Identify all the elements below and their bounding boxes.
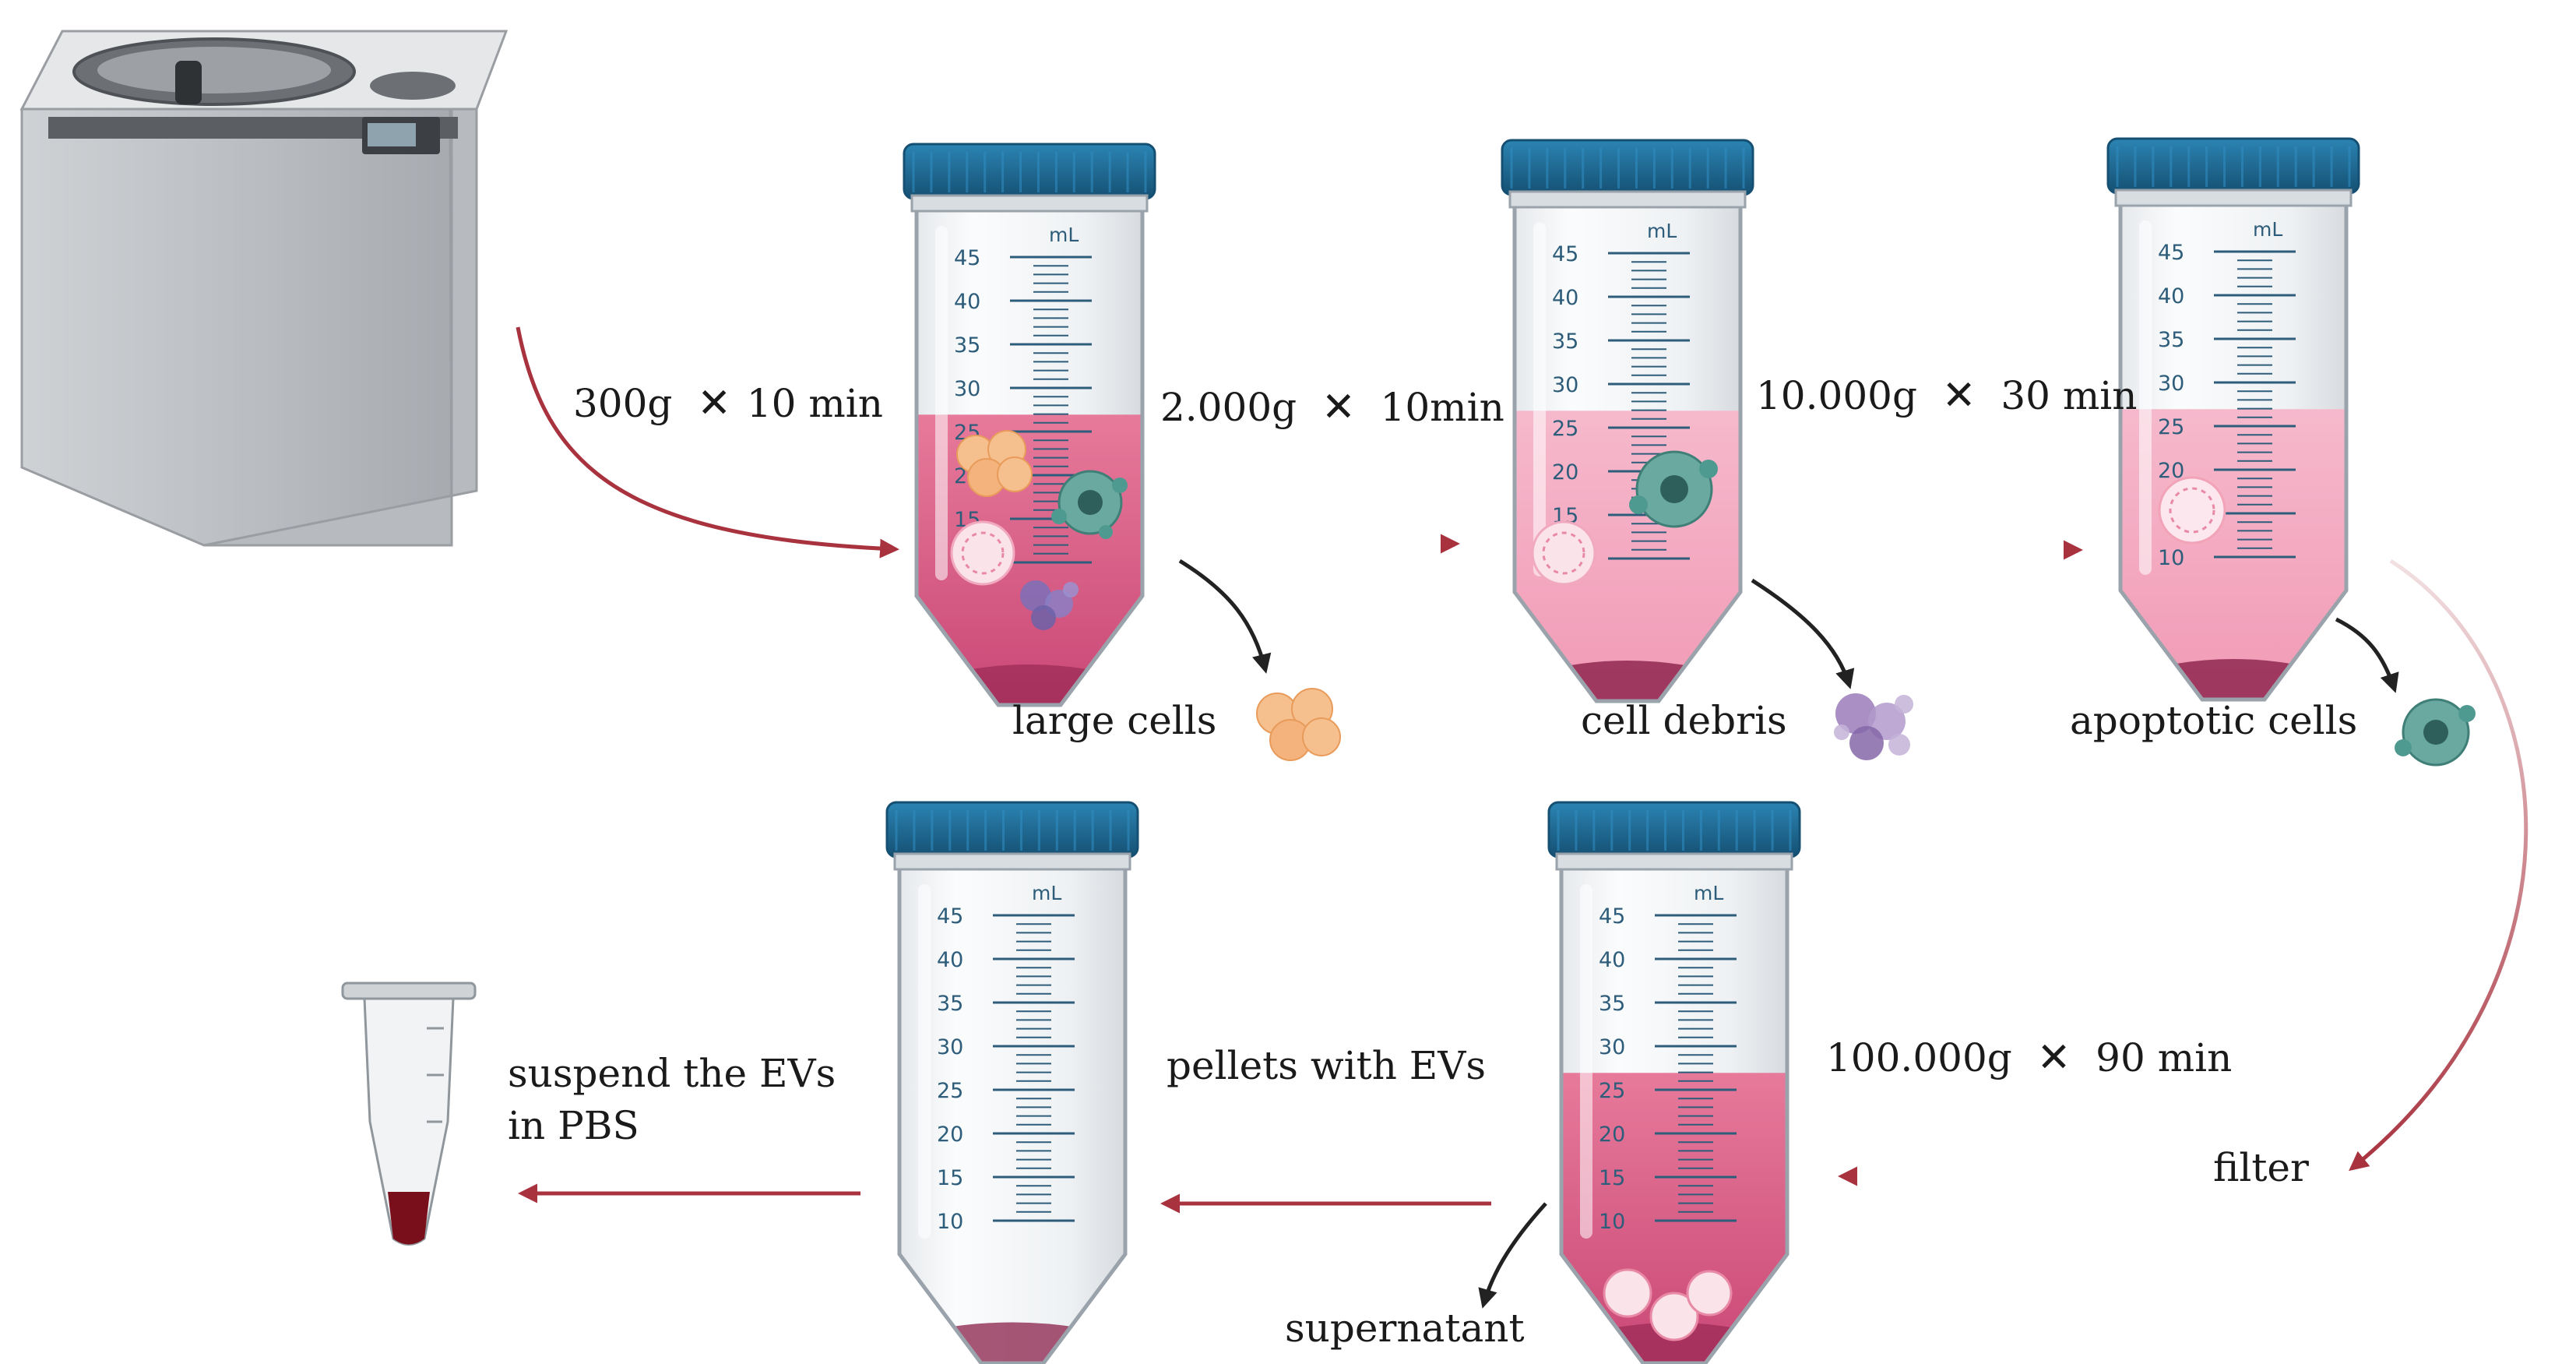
tube-pellet (1554, 661, 1701, 701)
cell-debris-icon (1834, 693, 1913, 760)
step3-label: 10.000g ✕ 30 min (1756, 372, 2137, 419)
tube-scale-label: 20 (937, 1123, 963, 1147)
tube1-contents (950, 430, 1128, 630)
tube-scale-label: 25 (1599, 1079, 1625, 1103)
ev-vesicle-icon (950, 520, 1015, 586)
arrow-debris-out (1751, 578, 1855, 689)
tube-scale-label: 40 (1552, 286, 1578, 310)
large-cells-icon (1256, 688, 1341, 761)
step4-label: 100.000g ✕ 90 min (1826, 1034, 2232, 1081)
arrow-apoptotic-out (2335, 617, 2399, 693)
tube-cap (903, 143, 1156, 200)
tube-scale-label: 40 (937, 948, 963, 972)
tube-scale-label: 30 (1552, 373, 1578, 397)
tube-scale-label: 30 (2158, 372, 2184, 396)
tube-scale-label: 25 (937, 1079, 963, 1103)
tube-scale-label: 45 (937, 904, 963, 929)
tube-scale-label: 15 (1599, 1166, 1625, 1190)
tube-scale-unit: mL (1647, 220, 1677, 242)
tube-scale-label: 25 (1552, 417, 1578, 441)
tube-scale-label: 20 (1599, 1123, 1625, 1147)
supernatant-label: supernatant (1285, 1306, 1525, 1351)
eppendorf-tube-icon (341, 982, 477, 1246)
tube-scale-unit: mL (1049, 224, 1079, 246)
arrow-supernatant-out (1478, 1202, 1547, 1309)
pellets-label: pellets with EVs (1167, 1043, 1486, 1088)
tube-scale-label: 35 (954, 333, 980, 358)
centrifuge-icon (19, 30, 509, 547)
step1-label: 300g ✕ 10 min (573, 380, 883, 427)
conical-tube-icon: mL 45 40 35 30 25 20 15 10 (885, 801, 1139, 1364)
apoptotic-cells-icon (1629, 450, 1718, 528)
tube-cap (885, 801, 1139, 858)
tube-scale-label: 10 (2158, 546, 2184, 570)
tube-scale-label: 30 (937, 1035, 963, 1059)
arrow-large-cells-out (1178, 559, 1272, 674)
step2-label: 2.000g ✕ 10min (1160, 384, 1504, 431)
conical-tube-icon: mL 45 40 35 30 25 20 15 10 (1547, 801, 1801, 1364)
cell-debris-label: cell debris (1581, 698, 1787, 743)
tube-scale-unit: mL (1694, 882, 1723, 904)
large-cells-label: large cells (1012, 698, 1216, 743)
large-cells-icon (956, 430, 1033, 497)
filter-label: filter (2213, 1145, 2309, 1190)
apoptotic-cells-label: apoptotic cells (2070, 698, 2357, 743)
tube-scale-unit: mL (2253, 218, 2282, 241)
ev-pellet-icon (1603, 1268, 1733, 1341)
apoptotic-cells-icon (1051, 470, 1128, 539)
tube3-contents (2158, 476, 2226, 545)
tube-scale-label: 40 (954, 290, 980, 314)
tube-scale-label: 40 (2158, 284, 2184, 308)
tube-scale-label: 35 (1599, 992, 1625, 1016)
tube-scale-label: 35 (937, 992, 963, 1016)
tube-scale-label: 35 (2158, 328, 2184, 352)
tube-scale-label: 45 (1599, 904, 1625, 929)
tube-scale-label: 35 (1552, 330, 1578, 354)
suspend-label-line2: in PBS (508, 1103, 639, 1148)
tube-scale-label: 20 (1552, 460, 1578, 485)
tube-cap (1501, 139, 1754, 196)
tube-scale-label: 45 (2158, 241, 2184, 265)
tube2-contents (1531, 450, 1718, 586)
tube-scale-label: 45 (1552, 242, 1578, 266)
tubes-layer: mL 45 40 35 30 25 20 15 10 mL 45 40 35 30 25 20 15 10 mL 45… (885, 137, 2360, 1364)
tube-scale-label: 40 (1599, 948, 1625, 972)
tube-pellet (2159, 659, 2307, 700)
tube-scale-label: 30 (1599, 1035, 1625, 1059)
tube-pellet (942, 1322, 1082, 1363)
tube-scale-label: 10 (1599, 1210, 1625, 1234)
tube-scale-label: 15 (937, 1166, 963, 1190)
tube-scale-unit: mL (1032, 882, 1061, 904)
apoptotic-cells-icon (2395, 698, 2476, 767)
ev-vesicle-icon (2158, 476, 2226, 545)
tube-scale-label: 10 (937, 1210, 963, 1234)
tube-scale-label: 30 (954, 377, 980, 401)
tube-cap (2106, 137, 2360, 195)
tube-scale-label: 45 (954, 246, 980, 270)
ev-vesicle-icon (1531, 520, 1596, 586)
arrow-centrifuge-to-tube1 (516, 326, 899, 559)
tube-scale-label: 25 (2158, 415, 2184, 439)
arrow-tube3-to-filter (2349, 559, 2528, 1172)
tube-cap (1547, 801, 1801, 858)
cell-debris-icon (1020, 580, 1079, 630)
suspend-label-line1: suspend the EVs (508, 1051, 836, 1096)
